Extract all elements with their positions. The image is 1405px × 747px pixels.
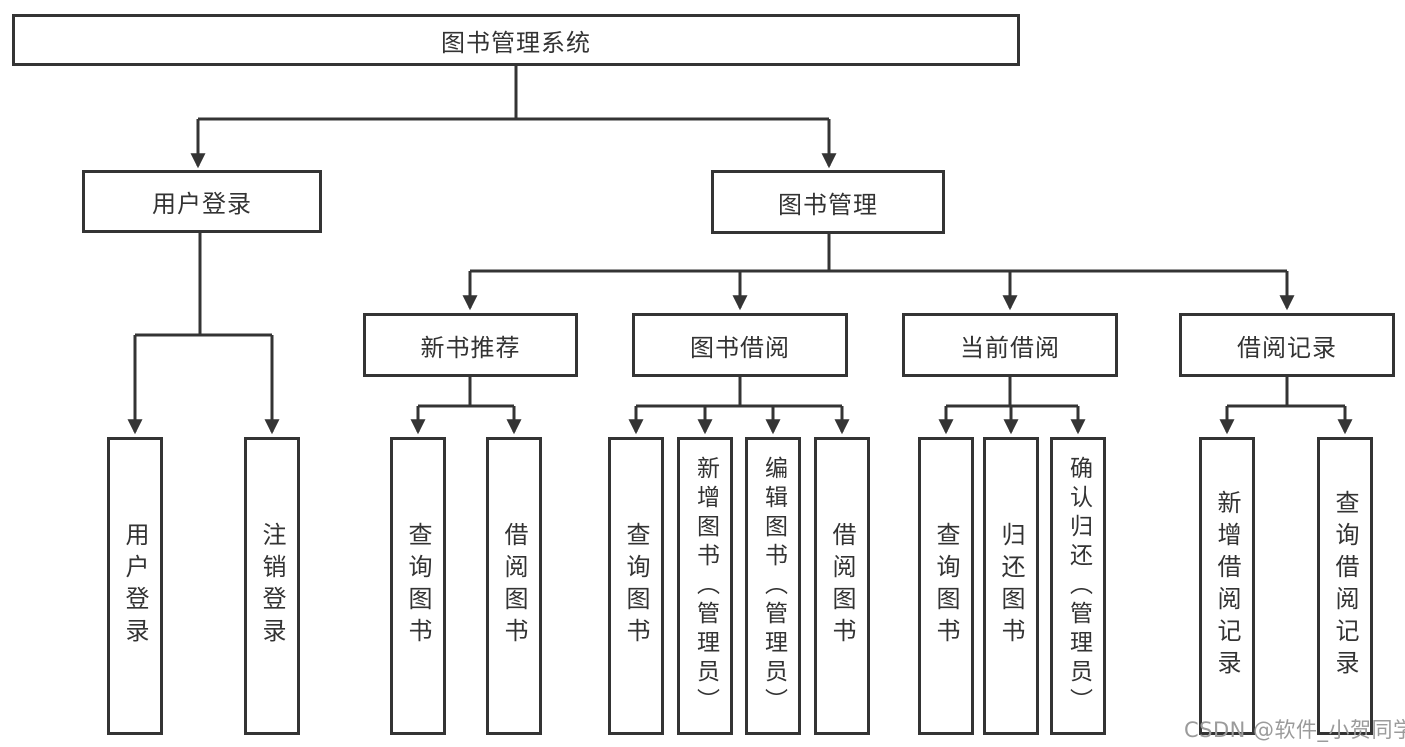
leaf-query-books-current: 查询图书 [918, 437, 974, 735]
node-borrowing-records: 借阅记录 [1179, 313, 1395, 377]
leaf-user-login: 用户登录 [107, 437, 163, 735]
leaf-query-books-borrowing: 查询图书 [608, 437, 664, 735]
node-new-book-recommend: 新书推荐 [363, 313, 578, 377]
leaf-add-books-admin: 新增图书（管理员） [677, 437, 733, 735]
node-book-management: 图书管理 [711, 170, 945, 234]
leaf-borrow-books-recommend: 借阅图书 [486, 437, 542, 735]
leaf-return-books: 归还图书 [983, 437, 1039, 735]
leaf-query-borrow-record: 查询借阅记录 [1317, 437, 1373, 735]
leaf-add-borrow-record: 新增借阅记录 [1199, 437, 1255, 735]
leaf-edit-books-admin: 编辑图书（管理员） [745, 437, 801, 735]
leaf-logout: 注销登录 [244, 437, 300, 735]
leaf-query-books-recommend: 查询图书 [390, 437, 446, 735]
node-book-borrowing: 图书借阅 [632, 313, 848, 377]
leaf-confirm-return-admin: 确认归还（管理员） [1050, 437, 1106, 735]
csdn-watermark: CSDN @软件_小贺同学 [1184, 718, 1405, 742]
leaf-borrow-books: 借阅图书 [814, 437, 870, 735]
node-current-borrowing: 当前借阅 [902, 313, 1118, 377]
node-user-login: 用户登录 [82, 170, 322, 233]
node-root-system: 图书管理系统 [12, 14, 1020, 66]
